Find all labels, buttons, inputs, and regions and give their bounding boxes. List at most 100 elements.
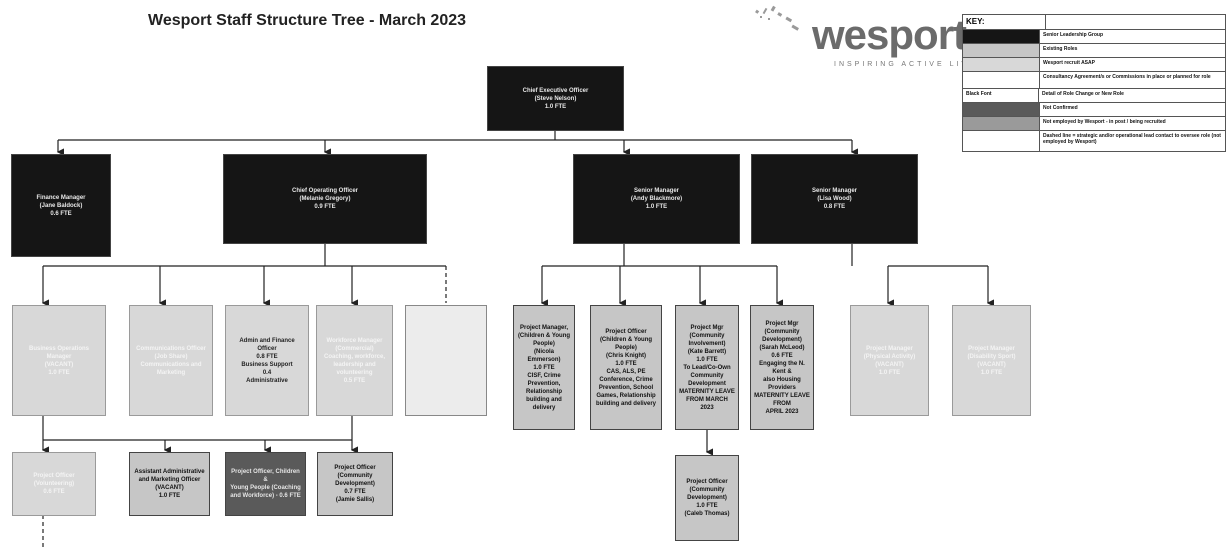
node-text-line: and Marketing Officer [138, 477, 201, 483]
key-swatch: Black Font [963, 89, 1039, 102]
node-text-line: To Lead/Co-Own [683, 364, 731, 371]
node-text-line: (Chris Knight) [606, 352, 646, 359]
node-text-line: CAS, ALS, PE [606, 368, 646, 375]
node-text-line: (Jamie Sallis) [335, 497, 375, 503]
key-text: Dashed line = strategic and/or operation… [1043, 133, 1221, 145]
node-text-line: (Disability Sport) [967, 353, 1016, 360]
key-text: Consultancy Agreement/s or Commissions i… [1043, 74, 1211, 80]
node-text-line: (Community [337, 473, 373, 479]
node-senior-manager-andy: Senior Manager (Andy Blackmore) 1.0 FTE [573, 154, 740, 244]
node-text-line: Project Officer [334, 465, 376, 471]
node-role: Chief Operating Officer [291, 188, 358, 194]
node-text-line: Young People (Coaching [230, 485, 301, 491]
legend-key: KEY: Senior Leadership Group Existing Ro… [962, 14, 1226, 152]
node-text-line: (VACANT) [155, 485, 184, 491]
key-swatch [963, 131, 1040, 151]
key-text: Existing Roles [1043, 46, 1078, 52]
node-text-line: 1.0 FTE [980, 369, 1003, 376]
node-text-line: (Sarah McLeod) [759, 344, 805, 351]
node-text-line: volunteering [336, 369, 373, 376]
node-text-line: building and delivery [595, 400, 656, 407]
node-text-line: 1.0 FTE [533, 364, 555, 371]
node-name: (Melanie Gregory) [299, 196, 351, 202]
node-text-line: Prevention, [527, 380, 561, 387]
node-text-line: Assistant Administrative [134, 469, 205, 475]
node-senior-manager-lisa: Senior Manager (Lisa Wood) 0.8 FTE [751, 154, 918, 244]
node-coo-report-2: Communications Officer(Job Share)Communi… [129, 305, 213, 416]
node-text-line: Project Officer [33, 473, 75, 479]
key-row-existing: Existing Roles [963, 43, 1225, 57]
node-text-line: (Community [689, 332, 725, 339]
page-title: Wesport Staff Structure Tree - March 202… [148, 12, 467, 29]
key-swatch [963, 103, 1040, 116]
node-text-line: 1.0 FTE [48, 369, 70, 376]
node-text-line: leadership and [333, 361, 376, 368]
node-name: (Steve Nelson) [534, 95, 577, 102]
node-not-confirmed-role: Project Officer, Children &Young People … [225, 452, 306, 516]
key-swatch [963, 72, 1040, 88]
node-text-line: (VACANT) [44, 361, 74, 368]
key-row-not-confirmed: Not Confirmed [963, 102, 1225, 116]
node-text-line: Development [688, 380, 726, 387]
node-text-line: Conference, Crime [599, 376, 653, 383]
node-text-line: (Community [689, 487, 725, 493]
node-text-line: Officer [257, 345, 277, 352]
key-text: Not Confirmed [1043, 105, 1078, 111]
node-text-line: also Housing Providers [763, 376, 801, 391]
node-text-line: Project Mgr [690, 324, 724, 331]
node-text-line: People) [533, 340, 555, 347]
node-fte: 1.0 FTE [544, 103, 567, 110]
node-text-line: Manager [46, 353, 72, 360]
key-row-senior-leadership: Senior Leadership Group [963, 29, 1225, 43]
node-text-line: Development) [335, 481, 375, 487]
node-text-line: 1.0 FTE [878, 369, 901, 376]
wesport-logo-wordmark: wesport [812, 11, 967, 58]
node-text-line: Project Officer [605, 328, 647, 335]
node-text-line: MATERNITY LEAVE [679, 388, 735, 395]
node-text-line: Relationship [525, 388, 562, 395]
node-text-line: 1.0 FTE [696, 356, 718, 363]
key-row-recruit: Wesport recruit ASAP [963, 57, 1225, 71]
node-text-line: Development) [687, 495, 727, 501]
key-text: Detail of Role Change or New Role [1042, 91, 1124, 97]
node-text-line: Games, Relationship [596, 392, 656, 399]
node-coo-dashed-placeholder [405, 305, 487, 416]
wesport-logo-mark-icon [755, 5, 799, 31]
node-role: Finance Manager [36, 194, 86, 201]
node-fte: 0.6 FTE [50, 210, 72, 217]
node-text-line: 0.7 FTE [344, 489, 366, 495]
key-text: Not employed by Wesport - in post / bein… [1043, 119, 1166, 125]
node-text-line: Project Manager, [519, 324, 569, 331]
node-lisa-report-2: Project Manager(Disability Sport)(VACANT… [952, 305, 1031, 416]
node-text-line: 0.6 FTE [771, 352, 793, 359]
node-text-line: 1.0 FTE [158, 493, 181, 499]
node-text-line: 0.8 FTE [256, 353, 278, 360]
node-text-line: CISF, Crime [527, 372, 561, 379]
key-row-consultancy: Consultancy Agreement/s or Commissions i… [963, 71, 1225, 88]
node-assistant-admin-marketing: Assistant Administrative and Marketing Of… [129, 452, 210, 516]
node-text-line: (VACANT) [875, 361, 904, 368]
node-text-line: delivery [532, 404, 556, 411]
node-text-line: Communications Officer [136, 345, 206, 352]
node-text-line: 0.6 FTE [43, 489, 65, 495]
node-text-line: Engaging the N. Kent & [759, 360, 805, 375]
node-text-line: (Nicola Emmerson) [527, 348, 561, 363]
key-swatch [963, 30, 1040, 43]
node-name: (Andy Blackmore) [630, 196, 683, 202]
node-text-line: Project Manager [866, 345, 913, 352]
node-ceo: Chief Executive Officer (Steve Nelson) 1… [487, 66, 624, 131]
node-name: (Jane Baldock) [39, 202, 83, 209]
node-bottom-left: Project Officer(Volunteering)0.6 FTE [12, 452, 96, 516]
node-fte: 1.0 FTE [645, 204, 668, 210]
node-text-line: (Community [764, 328, 800, 335]
node-text-line: building and [526, 396, 562, 403]
node-finance-manager: Finance Manager (Jane Baldock) 0.6 FTE [11, 154, 111, 257]
